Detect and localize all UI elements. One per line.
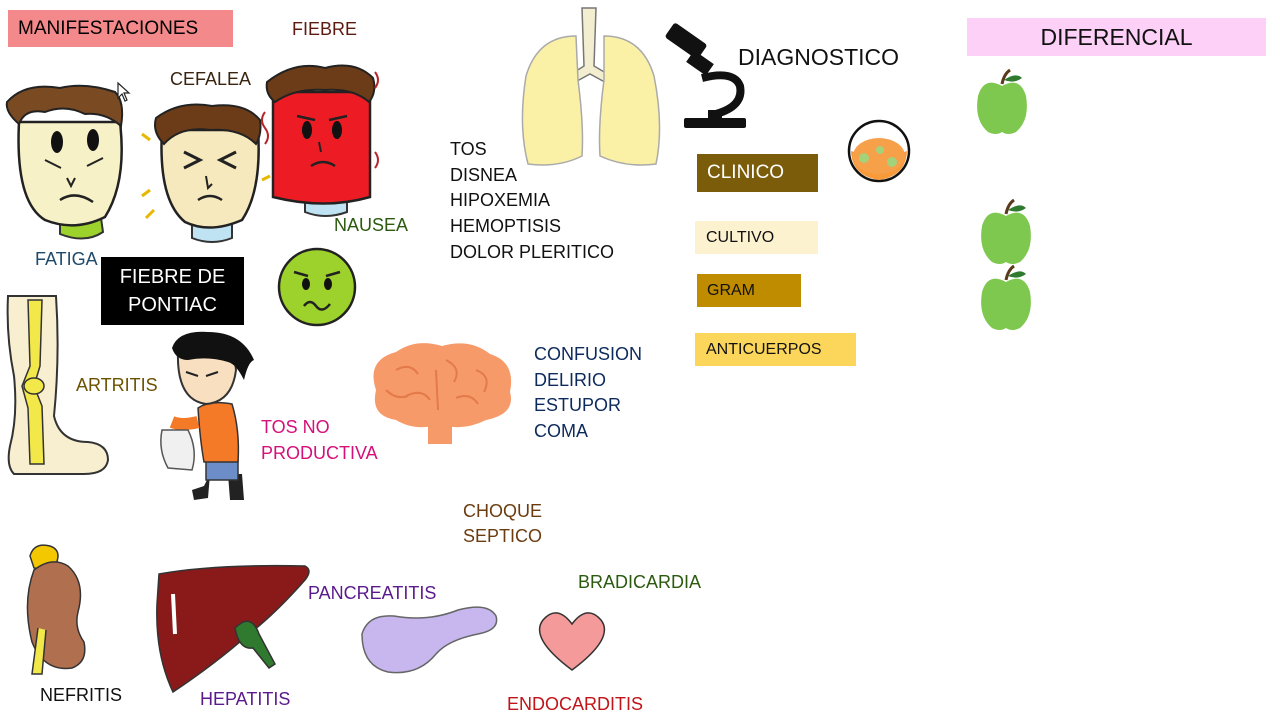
- gram-label: GRAM: [707, 281, 755, 299]
- respiratory-item: TOS: [450, 139, 487, 159]
- respiratory-item: HEMOPTISIS: [450, 216, 562, 237]
- clinico-box: CLINICO: [697, 154, 818, 192]
- apple-icon: [981, 264, 1031, 330]
- pancreatitis-label: PANCREATITIS: [308, 583, 437, 603]
- anticuerpos-box: ANTICUERPOS: [695, 333, 856, 366]
- brain-icon: [373, 343, 512, 444]
- kidney-icon: [26, 544, 86, 675]
- pontiac-line-2: PONTIAC: [128, 294, 217, 316]
- cefalea-label: CEFALEA: [170, 69, 252, 89]
- leg-joint-icon: [6, 295, 110, 475]
- neuro-item: ESTUPOR: [534, 395, 622, 416]
- heart-icon: [538, 612, 606, 671]
- fatigue-face-icon: [5, 84, 124, 240]
- neuro-item: CONFUSION: [534, 344, 642, 364]
- artritis-label: ARTRITIS: [76, 375, 158, 395]
- neuro-item: DELIRIO: [534, 369, 607, 390]
- clinico-label: CLINICO: [707, 162, 785, 183]
- coughing-person-icon: [160, 331, 254, 500]
- fiebre-label: FIEBRE: [292, 19, 358, 39]
- tos-no-productiva-label-2: PRODUCTIVA: [261, 443, 378, 463]
- petri-dish-icon: [847, 119, 911, 183]
- apple-icon: [977, 68, 1027, 134]
- microscope-icon: [665, 23, 746, 128]
- lungs-icon: [521, 7, 661, 166]
- mouse-cursor-icon: [117, 81, 131, 102]
- choque-septico-label-2: SEPTICO: [463, 526, 543, 546]
- fever-face-icon: [261, 64, 379, 217]
- nefritis-label: NEFRITIS: [40, 685, 123, 705]
- diferencial-header: DIFERENCIAL: [967, 18, 1266, 56]
- anticuerpos-label: ANTICUERPOS: [706, 340, 822, 358]
- respiratory-item: HIPOXEMIA: [450, 190, 551, 211]
- respiratory-item: DOLOR PLERITICO: [450, 241, 615, 262]
- nausea-label: NAUSEA: [334, 215, 409, 235]
- apple-icon: [981, 198, 1031, 264]
- cultivo-label: CULTIVO: [706, 228, 775, 246]
- nausea-face-icon: [277, 247, 357, 327]
- respiratory-list: TOS DISNEA HIPOXEMIA HEMOPTISIS DOLOR PL…: [450, 137, 614, 266]
- fatiga-label: FATIGA: [35, 249, 98, 269]
- diferencial-label: DIFERENCIAL: [1040, 23, 1193, 50]
- gram-box: GRAM: [697, 274, 801, 307]
- liver-icon: [156, 564, 310, 694]
- pancreas-icon: [361, 606, 498, 674]
- fiebre-de-pontiac-box: FIEBRE DE PONTIAC: [101, 257, 244, 325]
- headache-face-icon: [141, 103, 271, 243]
- diagnostico-heading: DIAGNOSTICO: [738, 44, 900, 70]
- neuro-list: CONFUSION DELIRIO ESTUPOR COMA: [534, 342, 642, 445]
- cultivo-box: CULTIVO: [695, 221, 818, 254]
- choque-septico-label-1: CHOQUE: [463, 501, 543, 521]
- manifestaciones-title: MANIFESTACIONES: [8, 10, 233, 47]
- endocarditis-label: ENDOCARDITIS: [507, 694, 644, 714]
- pontiac-line-1: FIEBRE DE: [119, 266, 226, 288]
- manifestaciones-label: MANIFESTACIONES: [18, 17, 199, 39]
- hepatitis-label: HEPATITIS: [200, 689, 291, 709]
- bradicardia-label: BRADICARDIA: [578, 572, 702, 592]
- respiratory-item: DISNEA: [450, 164, 518, 185]
- neuro-item: COMA: [534, 421, 588, 442]
- tos-no-productiva-label-1: TOS NO: [261, 417, 330, 437]
